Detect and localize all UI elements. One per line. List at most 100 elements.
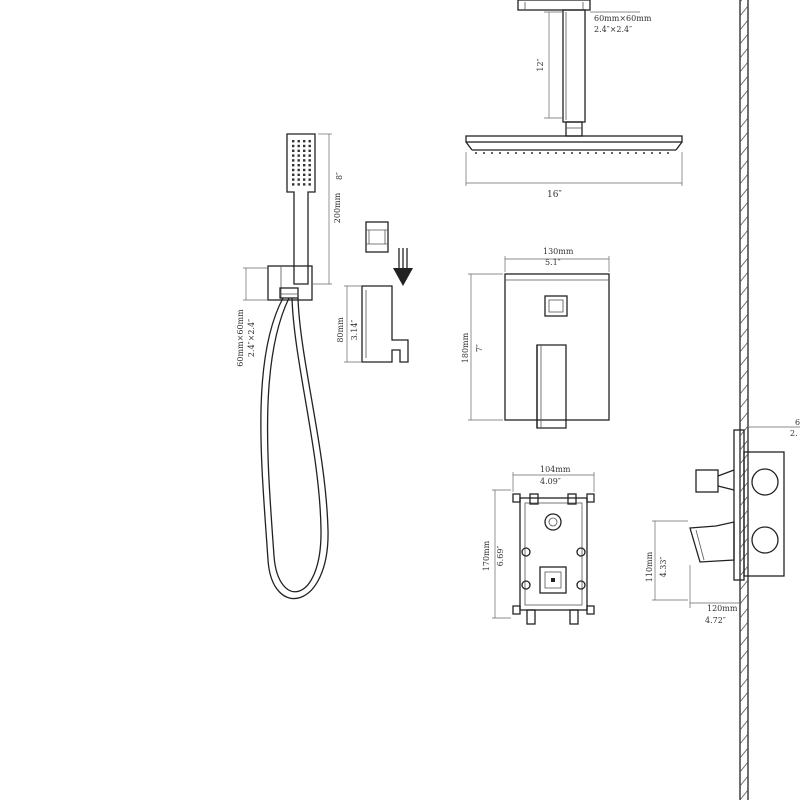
rain-nozzle [595, 152, 597, 154]
hand-nozzle [308, 149, 311, 152]
side-depth-in: 4.72″ [705, 616, 726, 625]
rain-nozzle [483, 152, 485, 154]
wall-hatch-line [739, 621, 749, 633]
rain-nozzle [619, 152, 621, 154]
wall-hatch-line [739, 33, 749, 45]
wall-hatch-line [739, 47, 749, 59]
hand-nozzle [292, 144, 295, 148]
hand-nozzle [292, 159, 295, 162]
wall-hatch-line [739, 383, 749, 395]
wall-hatch-line [739, 19, 749, 31]
hand-nozzle [292, 140, 295, 143]
wall-hatch-line [739, 173, 749, 185]
rain-arm-size-mm: 60mm×60mm [594, 14, 652, 23]
wall-hatch-line [739, 677, 749, 689]
rain-nozzle [515, 152, 517, 154]
hand-nozzle [308, 173, 311, 176]
wall-hatch-line [739, 579, 749, 591]
wall-hatch-line [739, 243, 749, 255]
hand-nozzle [292, 154, 295, 157]
rain-arm-length: 12″ [536, 58, 545, 71]
valve-width-in: 4.09″ [540, 477, 561, 486]
wall-hatch-line [739, 145, 749, 157]
hand-nozzle [303, 140, 306, 143]
valve-height-in: 6.69″ [496, 546, 505, 567]
side-height-mm: 110mm [645, 551, 654, 582]
wall [739, 0, 749, 800]
hand-nozzle [303, 154, 306, 157]
wall-hatch-line [739, 131, 749, 143]
hand-shower: 200mm 8″ 60mm×60mm 2.4″×2.4″ [236, 133, 344, 600]
wall-hatch-line [739, 201, 749, 213]
hand-nozzle [297, 164, 300, 167]
rain-nozzle [627, 152, 629, 154]
wall-hatch-line [739, 607, 749, 619]
arrow-down-icon [393, 248, 413, 286]
wall-hatch-line [739, 593, 749, 605]
valve-height-mm: 170mm [482, 540, 491, 571]
wall-hatch-line [739, 257, 749, 269]
rain-nozzle [571, 152, 573, 154]
wall-hatch-line [739, 761, 749, 773]
valve-side-view: 110mm 4.33″ 120mm 4.72″ 6 2. [645, 418, 800, 625]
side-depth-mm: 120mm [707, 604, 738, 613]
hand-nozzle [308, 140, 311, 143]
rain-shower: 60mm×60mm 2.4″×2.4″ 12″ 16″ [465, 0, 683, 200]
trim-height-in: 7″ [475, 344, 484, 352]
trim-height-mm: 180mm [461, 332, 470, 363]
rain-nozzle [531, 152, 533, 154]
valve-width-mm: 104mm [540, 465, 571, 474]
hand-nozzle [308, 154, 311, 157]
hand-nozzle [297, 149, 300, 152]
hand-nozzle [297, 144, 300, 148]
hand-length-mm: 200mm [333, 192, 342, 223]
wall-hatch-line [739, 229, 749, 241]
wall-hatch-line [739, 75, 749, 87]
holder-height-in: 3.14″ [350, 320, 359, 341]
hand-nozzle [308, 144, 311, 148]
wall-hatch-line [739, 299, 749, 311]
hand-nozzle [297, 183, 300, 186]
wall-hatch-line [739, 327, 749, 339]
side-cut-label-top: 6 [795, 418, 800, 427]
trim-width-in: 5.1″ [545, 258, 561, 267]
hand-nozzle [308, 159, 311, 162]
wall-hatch-line [739, 719, 749, 731]
hand-bracket-mm: 60mm×60mm [236, 309, 245, 367]
hand-nozzle [303, 168, 306, 172]
rain-arm-size-in: 2.4″×2.4″ [594, 25, 632, 34]
wall-hatch-line [739, 187, 749, 199]
wall-hatch-line [739, 117, 749, 129]
wall-hatch-line [739, 705, 749, 717]
wall-hatch-line [739, 649, 749, 661]
hand-nozzle [308, 164, 311, 167]
trim-plate: 130mm 5.1″ 180mm 7″ [461, 247, 610, 429]
hand-nozzle [303, 159, 306, 162]
rain-nozzle [635, 152, 637, 154]
wall-hatch-line [739, 789, 749, 800]
rain-head-width: 16″ [547, 190, 562, 200]
rain-nozzle [555, 152, 557, 154]
rain-nozzle [603, 152, 605, 154]
hand-nozzle [303, 144, 306, 148]
wall-hatch-line [739, 663, 749, 675]
wall-hatch-line [739, 341, 749, 353]
rain-nozzle [643, 152, 645, 154]
holder-height-mm: 80mm [336, 317, 345, 343]
hand-nozzle [303, 149, 306, 152]
hand-nozzle [292, 178, 295, 181]
rain-nozzle [539, 152, 541, 154]
rain-nozzle [491, 152, 493, 154]
hand-nozzle [297, 159, 300, 162]
hand-nozzle [308, 168, 311, 172]
wall-hatch-line [739, 0, 743, 3]
hand-nozzle [292, 168, 295, 172]
wall-hatch-line [739, 5, 749, 17]
hand-nozzle [297, 154, 300, 157]
wall-hatch-line [739, 775, 749, 787]
hand-bracket-in: 2.4″×2.4″ [247, 319, 256, 357]
wall-hatch-line [739, 89, 749, 101]
side-height-in: 4.33″ [659, 557, 668, 578]
wall-hatch-line [739, 61, 749, 73]
